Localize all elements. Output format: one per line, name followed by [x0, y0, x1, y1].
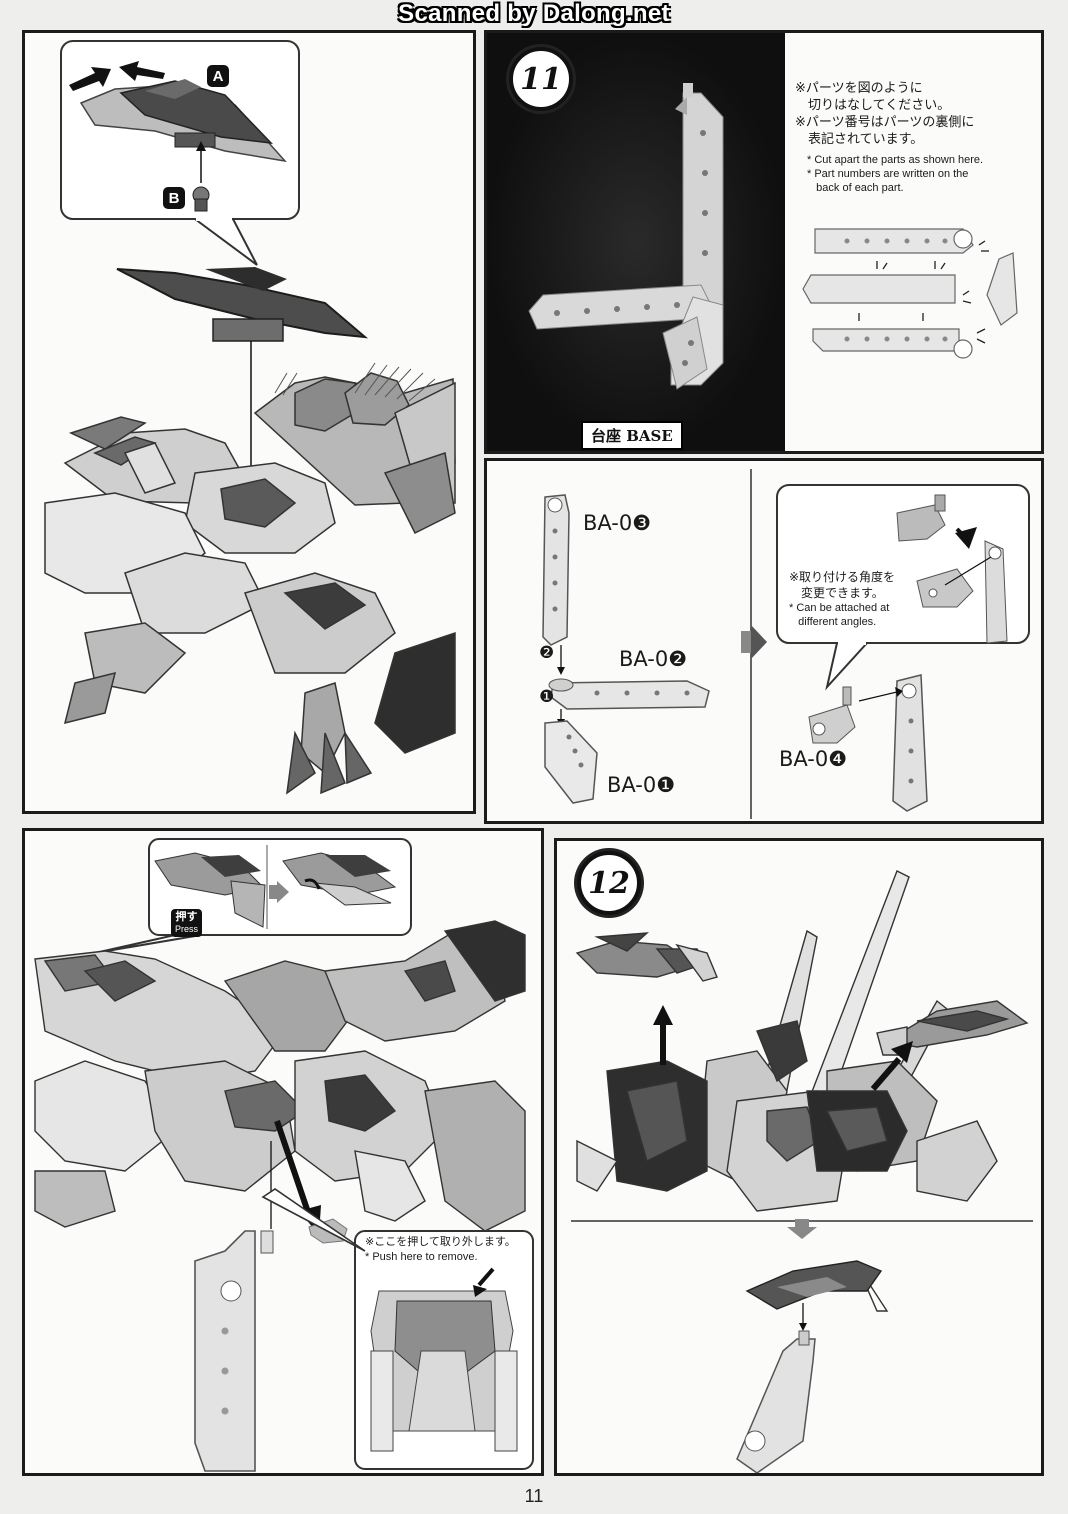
angle-note: ※取り付ける角度を 変更できます。 * Can be attached at d…: [789, 569, 895, 629]
stand-mount-illustration: [34, 838, 534, 1472]
dragon-figure: [44, 372, 456, 795]
part-label-ba03: BA-0❸: [583, 511, 652, 535]
note-en-line: * Part numbers are written on the: [807, 168, 969, 180]
remove-note-en: * Push here to remove.: [365, 1251, 478, 1263]
page-number: 11: [524, 1486, 544, 1506]
part-b-badge: B: [163, 187, 185, 209]
step-11-badge: 11: [509, 47, 573, 111]
panel-step-11: 11 台座 BASE ※パーツを図のように 切りはなしてください。 ※パーツ番号…: [484, 30, 1044, 454]
panel-step-12: 12: [554, 838, 1044, 1476]
step-12-illustration: [571, 870, 1033, 1473]
press-label-jp: 押す: [175, 911, 198, 923]
parts-runner-illustration: [802, 228, 1018, 359]
remove-note-jp: ※ここを押して取り外します。: [365, 1236, 516, 1248]
note-en-line: back of each part.: [807, 182, 904, 194]
wing-attachment-illustration: [44, 40, 456, 795]
note-en-line: * Cut apart the parts as shown here.: [807, 154, 984, 166]
part-label-ba02: BA-0❷: [619, 647, 688, 671]
remove-note: ※ここを押して取り外します。 * Push here to remove.: [365, 1235, 516, 1265]
part-label-ba04: BA-0❹: [779, 747, 848, 771]
part-label-ba01: BA-0❶: [607, 773, 676, 797]
part-a-badge: A: [207, 65, 229, 87]
note-jp-line: ※パーツを図のように: [795, 80, 923, 95]
base-assembly-illustration: [542, 469, 1030, 819]
angle-note-en-line: different angles.: [789, 616, 877, 628]
base-stand-illustration: [528, 83, 724, 390]
note-jp-line: 表記されています。: [795, 131, 924, 146]
cut-apart-notes-jp: ※パーツを図のように 切りはなしてください。 ※パーツ番号はパーツの裏側に 表記…: [795, 79, 974, 147]
cut-apart-notes-en: * Cut apart the parts as shown here. * P…: [807, 153, 983, 195]
angle-note-jp-line: 変更できます。: [789, 586, 884, 600]
panel-stand-mount: 押す Press ※ここを押して取り外します。 * Push here to r…: [22, 828, 544, 1476]
panel-wing-attachment: A B: [22, 30, 476, 814]
angle-note-jp-line: ※取り付ける角度を: [789, 570, 896, 584]
step-marker-1: ❶: [539, 687, 555, 706]
base-label: 台座 BASE: [581, 421, 683, 450]
note-jp-line: ※パーツ番号はパーツの裏側に: [795, 114, 975, 129]
scanner-watermark: Scanned by Dalong.net: [398, 0, 670, 27]
step-marker-2: ❷: [539, 643, 555, 662]
step-12-badge: 12: [577, 851, 641, 915]
angle-note-en-line: * Can be attached at: [789, 602, 890, 614]
panel-base-assembly: BA-0❸ BA-0❷ BA-0❶ BA-0❹ ❷ ❶ ※取り付ける角度を 変更…: [484, 458, 1044, 824]
note-jp-line: 切りはなしてください。: [795, 97, 951, 112]
press-label-en: Press: [175, 924, 199, 934]
press-badge: 押す Press: [171, 909, 203, 937]
